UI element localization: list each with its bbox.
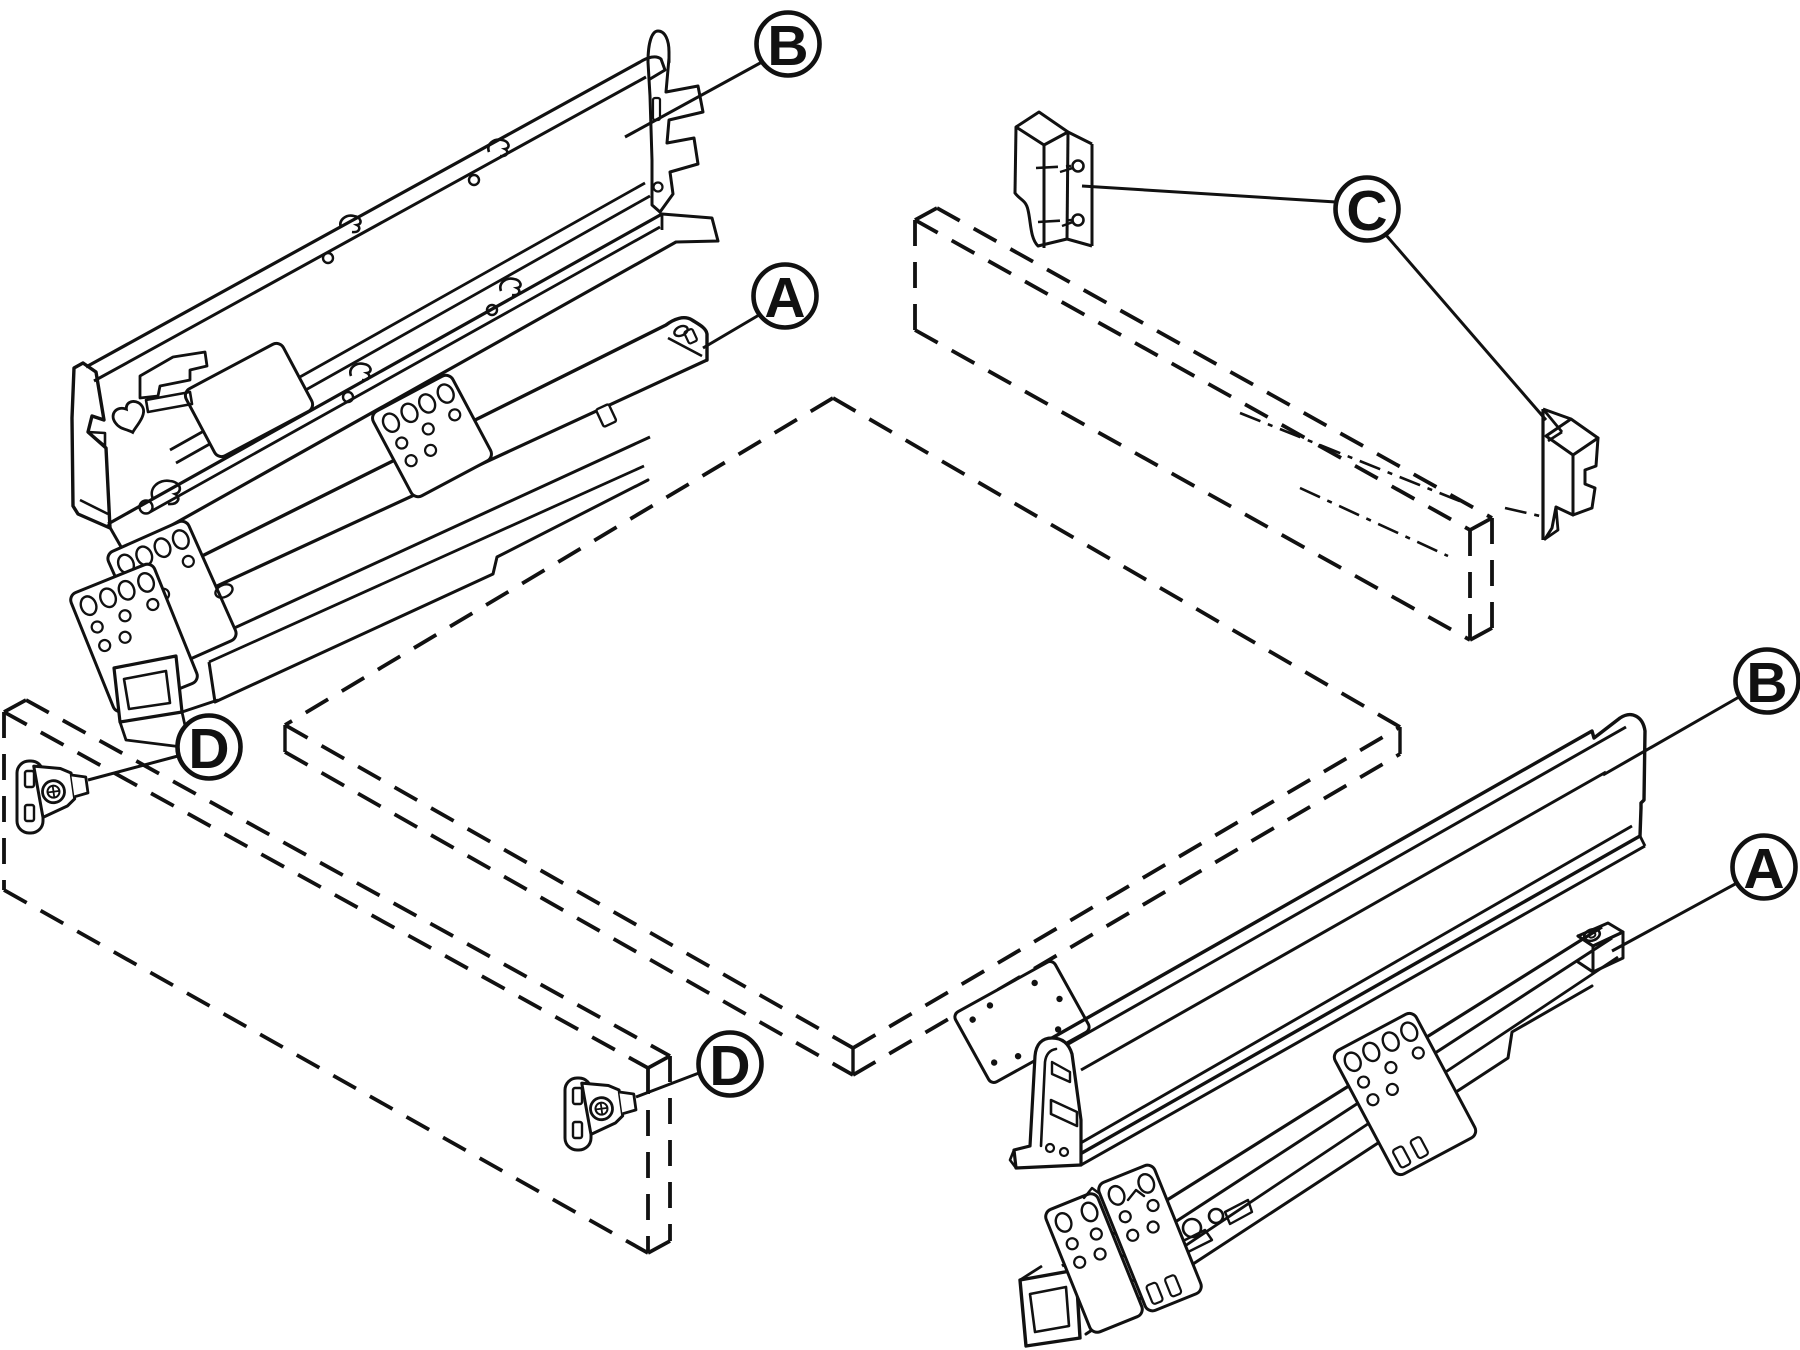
svg-text:C: C [1346, 179, 1387, 243]
svg-text:A: A [764, 266, 805, 330]
svg-text:A: A [1743, 837, 1784, 901]
svg-text:D: D [709, 1034, 750, 1098]
svg-text:B: B [1746, 651, 1787, 715]
svg-text:D: D [188, 717, 229, 781]
svg-text:B: B [767, 14, 808, 78]
